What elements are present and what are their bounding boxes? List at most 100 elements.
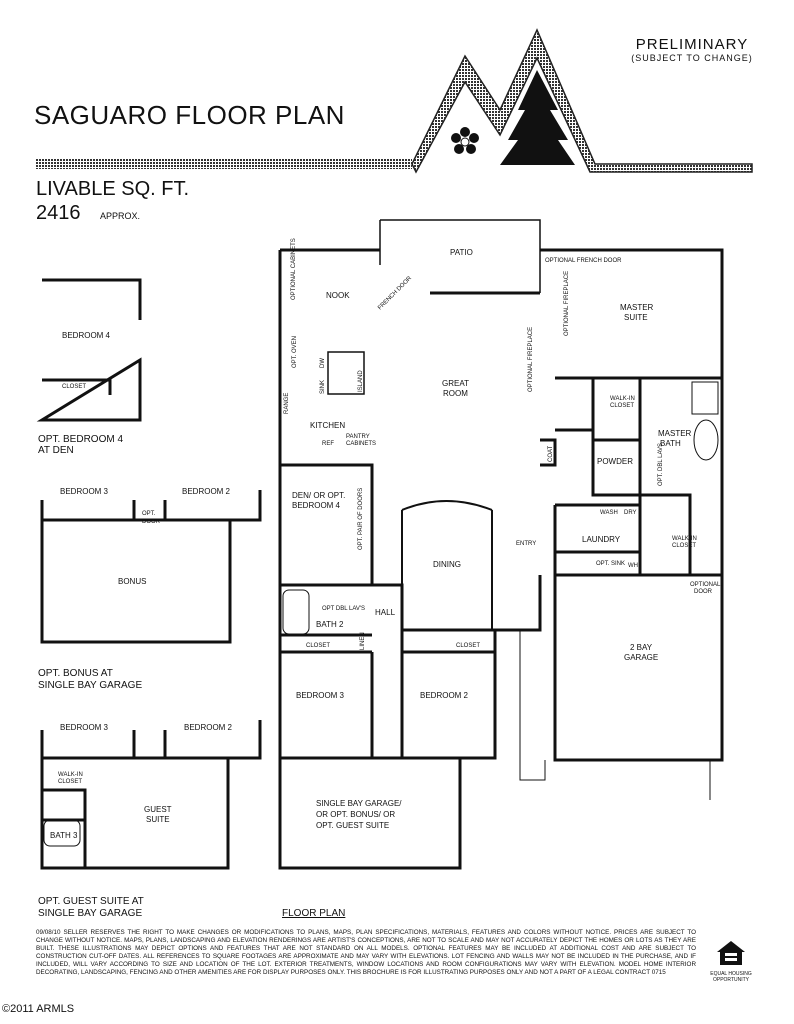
floor-plan-caption: FLOOR PLAN — [282, 908, 345, 919]
alt-bedroom4-label: BEDROOM 4 — [62, 331, 111, 340]
label-optional-french-door: OPTIONAL FRENCH DOOR — [545, 258, 622, 264]
header-band — [36, 159, 412, 169]
coat-wall — [540, 438, 557, 467]
label-walk-in-closet-1: WALK-IN — [610, 396, 635, 402]
label-optional-door-2: DOOR — [694, 589, 713, 595]
label-dw: DW — [320, 358, 326, 368]
label-entry: ENTRY — [516, 541, 536, 547]
bonus-bedroom-walls — [40, 490, 262, 522]
bedroom4-outline — [36, 278, 142, 422]
equal-housing-logo: EQUAL HOUSING OPPORTUNITY — [696, 940, 766, 983]
alt-bonus-opt-door-1: OPT. — [142, 511, 156, 517]
alt-bedroom4-closet-label: CLOSET — [62, 384, 86, 390]
label-great-room-1: GREAT — [442, 379, 469, 388]
label-bedroom-2: BEDROOM 2 — [420, 691, 469, 700]
alt-bonus-caption-1: OPT. BONUS AT — [38, 668, 113, 679]
header-graphic — [36, 28, 753, 174]
label-optional-door-1: OPTIONAL — [690, 582, 721, 588]
label-master-suite-2: SUITE — [624, 313, 648, 322]
subject-to-change-label: (SUBJECT TO CHANGE) — [631, 53, 753, 63]
label-garage-2: GARAGE — [624, 653, 658, 662]
preliminary-stamp: PRELIMINARY (SUBJECT TO CHANGE) — [620, 36, 764, 63]
dining-arch — [401, 500, 493, 511]
alt-guest-caption-2: SINGLE BAY GARAGE — [38, 908, 142, 919]
label-wash: WASH — [600, 510, 618, 516]
label-sink: SINK — [320, 380, 326, 394]
garage-outline — [553, 575, 724, 762]
label-optional-fireplace-2: OPTIONAL FIREPLACE — [528, 327, 534, 392]
equal-housing-label: EQUAL HOUSING OPPORTUNITY — [710, 971, 752, 983]
label-walk-in-closet-2: CLOSET — [610, 403, 634, 409]
label-french-door: FRENCH DOOR — [377, 275, 413, 311]
alt-guest-bath3-label: BATH 3 — [50, 831, 78, 840]
master-tub — [693, 419, 719, 461]
master-shower — [691, 381, 719, 415]
label-nook: NOOK — [326, 291, 350, 300]
label-linen: LINEN — [360, 632, 366, 650]
equal-housing-icon — [717, 941, 745, 965]
alt-guest-bedroom3-label: BEDROOM 3 — [60, 723, 109, 732]
label-optional-cabinets: OPTIONAL CABINETS — [291, 238, 297, 300]
label-master-bath-2: BATH — [660, 439, 681, 448]
alt-guest-walkin-2: CLOSET — [58, 779, 82, 785]
copyright-text: ©2011 ARMLS — [2, 1003, 75, 1015]
label-dining: DINING — [433, 560, 461, 569]
label-master-bath-1: MASTER — [658, 429, 692, 438]
alt-bonus-label: BONUS — [118, 577, 146, 586]
main-outline — [278, 248, 724, 870]
alternate-plans: BEDROOM 4 CLOSET OPT. BEDROOM 4 AT DEN B… — [36, 278, 262, 919]
label-laundry: LAUNDRY — [582, 535, 621, 544]
label-den-2: BEDROOM 4 — [292, 501, 341, 510]
label-opt-dbl-lavs-2: OPT DBL LAV'S — [322, 606, 365, 612]
label-single-bay-2: OR OPT. BONUS/ OR — [316, 810, 395, 819]
label-range: RANGE — [284, 393, 290, 414]
sqft-value: 2416 — [36, 202, 81, 224]
dining-walls — [401, 510, 493, 630]
alt-bedroom4-caption-1: OPT. BEDROOM 4 — [38, 434, 123, 445]
alt-bedroom4-caption-2: AT DEN — [38, 445, 74, 456]
guest-bedroom-walls — [40, 720, 262, 760]
disclaimer-text: 09/08/10 SELLER RESERVES THE RIGHT TO MA… — [36, 929, 696, 976]
alt-guest-suite-2: SUITE — [146, 815, 170, 824]
label-ref: REF — [322, 441, 334, 447]
label-bedroom-3: BEDROOM 3 — [296, 691, 345, 700]
label-opt-dbl-lavs: OPT. DBL LAVS — [658, 443, 664, 486]
pine-tree-icon — [500, 70, 575, 165]
bath2-tub — [282, 589, 310, 635]
label-hall: HALL — [375, 608, 396, 617]
patio-outline — [379, 219, 541, 293]
bedroom4-closet — [42, 378, 112, 395]
livable-sqft-label: LIVABLE SQ. FT. — [36, 178, 190, 200]
kitchen-island — [327, 351, 365, 395]
label-garage-1: 2 BAY — [630, 643, 653, 652]
label-coat: COAT — [548, 445, 554, 462]
label-closet-a: CLOSET — [306, 643, 330, 649]
alt-guest-suite-1: GUEST — [144, 805, 172, 814]
label-opt-sink: OPT. SINK — [596, 561, 625, 567]
label-wh: WH — [628, 563, 638, 569]
alt-bonus-bedroom2-label: BEDROOM 2 — [182, 487, 231, 496]
label-patio: PATIO — [450, 248, 473, 257]
mountain-logo — [411, 28, 753, 174]
label-bath-2: BATH 2 — [316, 620, 344, 629]
approx-label: APPROX. — [100, 211, 141, 221]
label-powder: POWDER — [597, 457, 633, 466]
flower-icon — [451, 127, 479, 154]
kitchen-wall — [280, 463, 374, 587]
preliminary-label: PRELIMINARY — [635, 36, 749, 53]
label-single-bay-3: OPT. GUEST SUITE — [316, 821, 389, 830]
alt-guest-walkin-1: WALK-IN — [58, 772, 83, 778]
label-opt-oven: OPT. OVEN — [292, 336, 298, 368]
alt-bonus-caption-2: SINGLE BAY GARAGE — [38, 680, 142, 691]
label-island: ISLAND — [358, 370, 364, 392]
alt-guest-caption-1: OPT. GUEST SUITE AT — [38, 896, 144, 907]
alt-bonus-bedroom3-label: BEDROOM 3 — [60, 487, 109, 496]
label-master-suite-1: MASTER — [620, 303, 654, 312]
label-single-bay-1: SINGLE BAY GARAGE/ — [316, 799, 402, 808]
garage-apron — [519, 630, 546, 781]
bonus-outline — [40, 518, 232, 644]
alt-bonus-opt-door-2: DOOR — [142, 519, 161, 525]
alt-guest-bedroom2-label: BEDROOM 2 — [184, 723, 233, 732]
laundry-walls — [555, 503, 640, 554]
label-den-1: DEN/ OR OPT. — [292, 491, 345, 500]
